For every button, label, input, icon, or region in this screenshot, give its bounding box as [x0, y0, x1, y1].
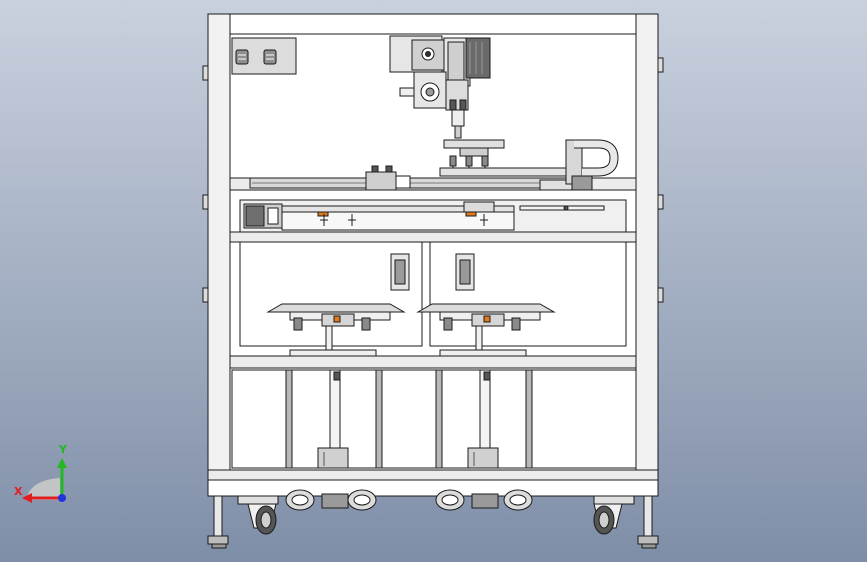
left-caster [237, 495, 279, 535]
right-leveling-foot [637, 495, 659, 549]
base-wheels [285, 489, 533, 511]
right-lift-cylinder [467, 369, 499, 469]
left-leveling-foot [207, 495, 229, 549]
y-axis-label: Y [59, 443, 67, 456]
left-lift-cylinder [317, 369, 349, 469]
coordinate-triad [22, 458, 67, 503]
lower-cabinet [231, 369, 637, 469]
right-work-station [416, 253, 556, 357]
control-panel [231, 37, 297, 75]
nozzle-head [443, 139, 505, 176]
right-caster [593, 495, 635, 535]
linear-axis-module [239, 199, 627, 233]
left-work-station [266, 253, 410, 357]
x-axis-label: X [14, 485, 23, 498]
spindle-motor-assembly [389, 35, 491, 139]
cable-chain [565, 139, 619, 191]
